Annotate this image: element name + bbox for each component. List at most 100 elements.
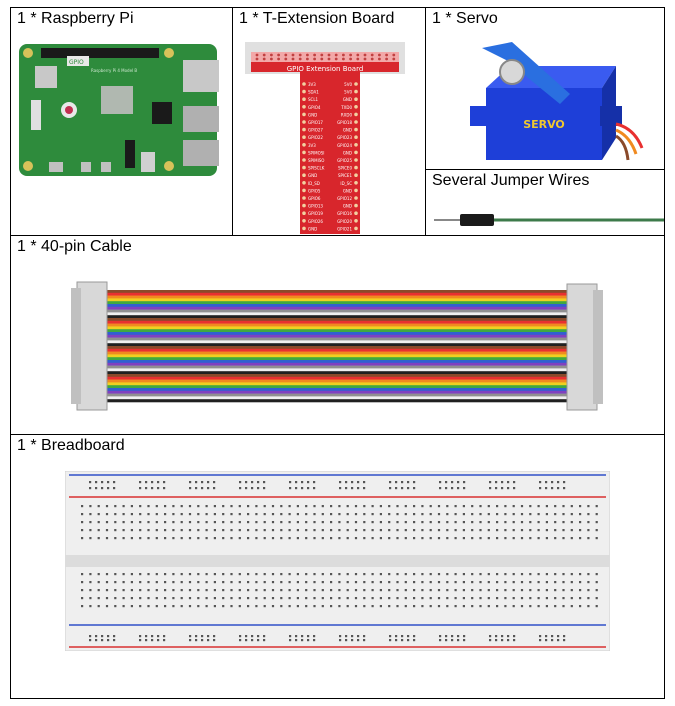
- breadboard-hole: [404, 573, 407, 576]
- breadboard-hole: [445, 639, 448, 642]
- breadboard-hole: [413, 513, 416, 516]
- t-pin-label-right: GND: [343, 150, 352, 155]
- breadboard-hole: [429, 589, 432, 592]
- breadboard-hole: [504, 521, 507, 524]
- breadboard-hole: [401, 487, 404, 490]
- breadboard-hole: [554, 537, 557, 540]
- breadboard-hole: [487, 573, 490, 576]
- breadboard-hole: [95, 635, 98, 638]
- ribbon-wire: [101, 332, 571, 336]
- breadboard-hole: [479, 513, 482, 516]
- t-header-pin: [349, 57, 352, 61]
- breadboard-hole: [462, 513, 465, 516]
- breadboard-hole: [512, 521, 515, 524]
- breadboard-hole: [346, 605, 349, 608]
- breadboard-hole: [479, 573, 482, 576]
- breadboard-hole: [313, 581, 316, 584]
- breadboard-hole: [501, 639, 504, 642]
- breadboard-hole: [371, 529, 374, 532]
- breadboard-hole: [222, 537, 225, 540]
- breadboard-hole: [188, 521, 192, 524]
- breadboard-hole: [487, 589, 490, 592]
- breadboard-hole: [230, 505, 233, 508]
- breadboard-hole: [407, 635, 410, 638]
- breadboard-hole: [413, 635, 416, 638]
- breadboard-hole: [188, 537, 192, 540]
- t-header-pin: [378, 53, 381, 57]
- breadboard-hole: [147, 581, 150, 584]
- breadboard-hole: [537, 581, 540, 584]
- breadboard-hole: [296, 605, 299, 608]
- ribbon-wire: [101, 379, 571, 383]
- breadboard-hole: [557, 635, 560, 638]
- breadboard-hole: [396, 521, 399, 524]
- t-header-pin: [342, 53, 345, 57]
- breadboard-hole: [263, 521, 266, 524]
- breadboard-hole: [545, 537, 548, 540]
- breadboard-hole: [163, 639, 166, 642]
- breadboard-hole: [122, 605, 125, 608]
- ribbon-wire: [101, 357, 571, 361]
- breadboard-hole: [139, 481, 142, 484]
- breadboard-hole: [101, 481, 104, 484]
- breadboard-hole: [504, 573, 507, 576]
- breadboard-hole: [164, 605, 167, 608]
- breadboard-hole: [122, 521, 125, 524]
- breadboard-hole: [321, 513, 324, 516]
- breadboard-hole: [280, 581, 283, 584]
- breadboard-hole: [89, 521, 92, 524]
- breadboard-hole: [554, 573, 557, 576]
- breadboard-hole: [263, 605, 266, 608]
- t-header-pin: [370, 53, 374, 57]
- breadboard-hole: [263, 581, 266, 584]
- breadboard-hole: [263, 487, 266, 490]
- breadboard-hole: [321, 605, 324, 608]
- t-header-pin: [291, 57, 295, 61]
- breadboard-hole: [471, 581, 474, 584]
- breadboard-hole: [105, 573, 109, 576]
- breadboard-image: [65, 471, 610, 651]
- breadboard-hole: [439, 487, 442, 490]
- breadboard-hole: [180, 521, 183, 524]
- t-pin-hole: [354, 196, 358, 200]
- t-pin-label-right: 5V0: [344, 90, 352, 95]
- breadboard-hole: [296, 537, 299, 540]
- breadboard-hole: [507, 481, 510, 484]
- breadboard-hole: [437, 605, 441, 608]
- breadboard-hole: [513, 481, 516, 484]
- breadboard-hole: [389, 639, 392, 642]
- ribbon-wire: [101, 374, 571, 378]
- t-pin-label-right: GPIO21: [337, 226, 352, 231]
- breadboard-hole: [97, 581, 100, 584]
- breadboard-hole: [130, 513, 133, 516]
- breadboard-hole: [396, 581, 399, 584]
- breadboard-hole: [462, 521, 465, 524]
- t-header-pin: [334, 57, 338, 61]
- ribbon-wire: [101, 360, 571, 364]
- t-header-pin: [342, 57, 345, 61]
- breadboard-hole: [97, 597, 100, 600]
- breadboard-hole: [238, 605, 241, 608]
- breadboard-hole: [579, 573, 582, 576]
- breadboard-hole: [247, 605, 250, 608]
- ribbon-wire: [101, 393, 571, 397]
- breadboard-hole: [487, 505, 490, 508]
- breadboard-hole: [504, 537, 507, 540]
- breadboard-hole: [222, 505, 225, 508]
- breadboard-hole: [479, 597, 482, 600]
- breadboard-hole: [354, 605, 358, 608]
- breadboard-hole: [197, 529, 200, 532]
- breadboard-hole: [113, 635, 116, 638]
- breadboard-hole: [271, 537, 275, 540]
- breadboard-hole: [163, 481, 166, 484]
- breadboard-hole: [504, 605, 507, 608]
- breadboard-hole: [437, 537, 441, 540]
- breadboard-hole: [89, 589, 92, 592]
- breadboard-hole: [454, 521, 457, 524]
- t-pin-label-right: GPIO23: [337, 135, 352, 140]
- breadboard-hole: [280, 521, 283, 524]
- breadboard-hole: [421, 581, 424, 584]
- breadboard-hole: [454, 597, 457, 600]
- t-pin-label-right: TXD0: [340, 105, 352, 110]
- breadboard-hole: [114, 597, 117, 600]
